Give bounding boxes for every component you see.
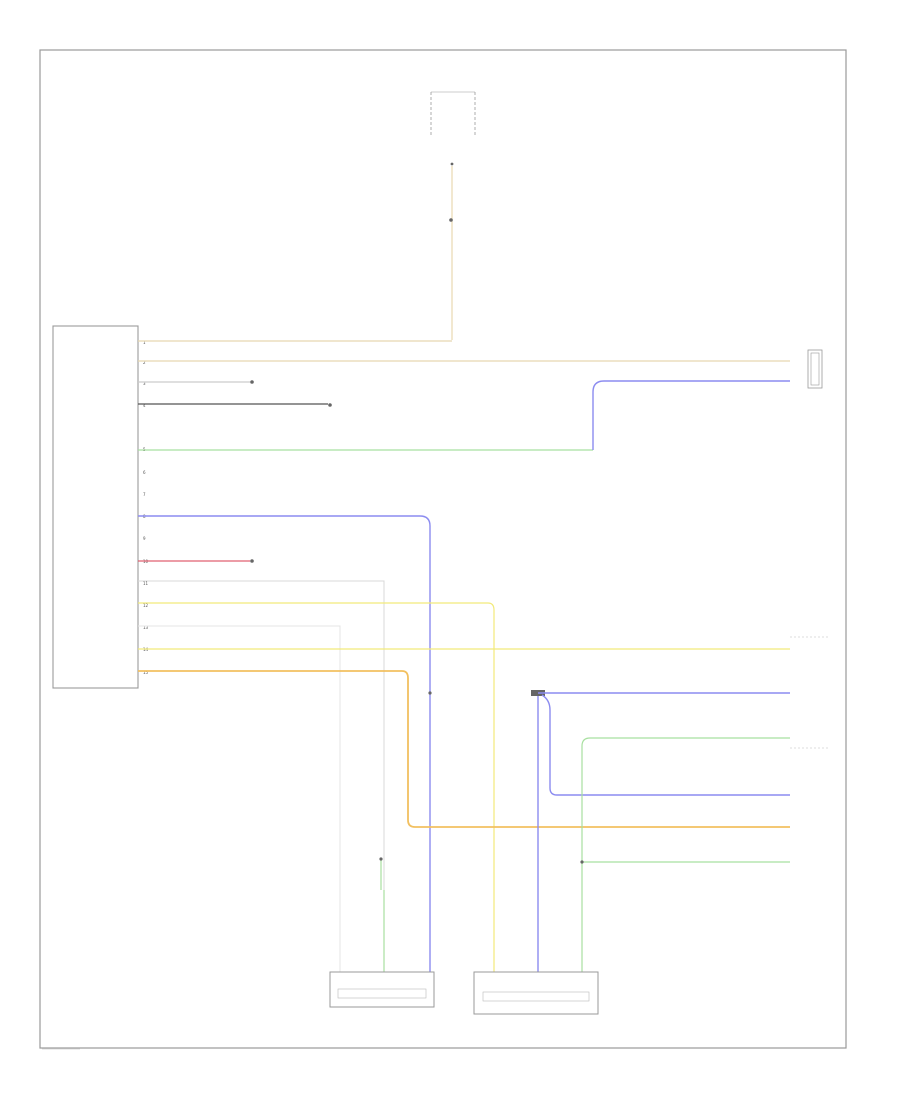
module-pin-list: 1 2 3 4 5 6 7 8 9 10 11 12 xyxy=(143,340,149,675)
wire-blue-splice-loop xyxy=(541,694,790,796)
splice-point xyxy=(379,857,383,861)
wire-pin12-yellow xyxy=(138,602,495,890)
pin-number: 1 xyxy=(143,340,146,345)
pin-number: 3 xyxy=(143,381,146,386)
connector-terminal xyxy=(450,162,454,166)
right-connector xyxy=(807,349,823,389)
ground-3-terminal xyxy=(250,559,254,563)
left-sensor-wires xyxy=(339,890,431,972)
right-sensor-box xyxy=(473,971,599,1015)
pin-number: 2 xyxy=(143,360,146,365)
left-sensor-box xyxy=(329,971,435,1008)
wire-green-upper xyxy=(581,737,790,890)
pin-number: 11 xyxy=(143,581,149,586)
pin-number: 4 xyxy=(143,403,146,408)
pin-number: 6 xyxy=(143,470,146,475)
top-connector xyxy=(430,91,476,136)
diagram-frame xyxy=(39,49,847,1049)
wire-pin8-blue xyxy=(138,515,431,890)
pin-number: 9 xyxy=(143,536,146,541)
wire-blue-right-connector xyxy=(592,380,790,450)
pin-number: 7 xyxy=(143,492,146,497)
splice-point xyxy=(580,860,584,864)
splice-point xyxy=(428,691,432,695)
right-side-labels xyxy=(790,636,828,749)
wire-pin15-orange xyxy=(138,670,790,828)
wire-pin13-gray xyxy=(138,625,341,890)
ground-2-terminal xyxy=(328,403,332,407)
pin-number: 15 xyxy=(143,670,149,675)
splice-point xyxy=(449,218,453,222)
right-sensor-wires xyxy=(493,890,583,972)
pin-number: 12 xyxy=(143,603,149,608)
ground-1-terminal xyxy=(250,380,254,384)
wire-pin11-gray xyxy=(138,580,385,890)
control-module-box xyxy=(52,325,139,689)
pin-number: 13 xyxy=(143,625,149,630)
